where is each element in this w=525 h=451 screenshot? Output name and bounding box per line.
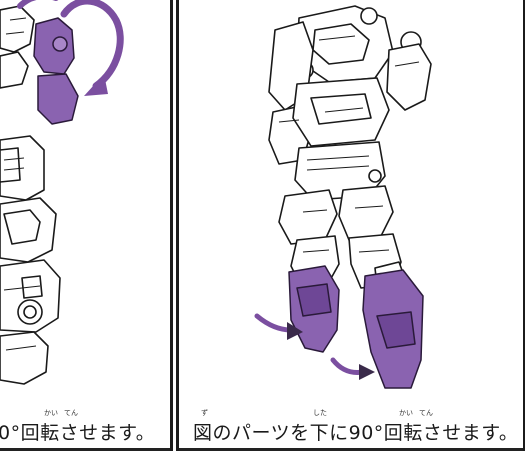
ruby-shita: した (313, 409, 327, 417)
purple-leg-parts (288, 265, 424, 389)
ruby-zu: ず (201, 409, 208, 417)
left-caption: 0°回転させます。 (0, 422, 156, 444)
ruby-kai-left: かい (44, 409, 58, 417)
purple-arm-part (33, 17, 79, 125)
left-step-panel: かい てん 0°回転させます。 (0, 0, 173, 451)
ruby-kai-right: かい (399, 409, 413, 417)
right-step-panel: ず した かい てん 図のパーツを下に90°回転させます。 (176, 0, 525, 451)
ruby-ten-left: てん (64, 409, 78, 417)
robot-leg-illustration (254, 5, 432, 389)
downward-arrow-icon (254, 313, 375, 380)
ruby-ten-right: てん (419, 409, 433, 417)
left-bottom-rule (0, 448, 170, 451)
rotation-arrow-icon (17, 0, 124, 96)
right-bottom-rule (179, 448, 523, 451)
right-caption: 図のパーツを下に90°回転させます。 (193, 422, 519, 444)
robot-arm-illustration (0, 0, 124, 385)
